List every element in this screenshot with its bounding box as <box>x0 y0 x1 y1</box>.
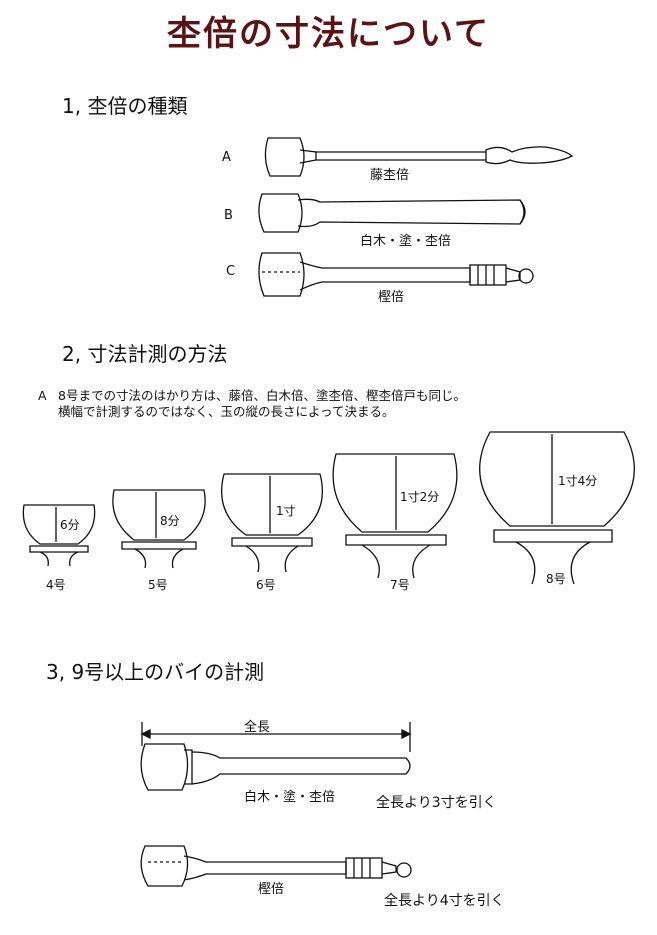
mallet-b2-drawing <box>140 743 411 791</box>
note-letter: A <box>38 388 47 403</box>
item-b2-rule: 全長より3寸を引く <box>376 795 497 811</box>
mallet-a-drawing <box>264 137 574 177</box>
item-c2-rule: 全長より4寸を引く <box>384 893 505 909</box>
bowl-4-height-label: 6分 <box>60 518 80 532</box>
bowl-6-drawing <box>220 473 324 573</box>
full-length-label: 全長 <box>244 720 271 735</box>
note-line-1: 8号までの寸法のはかり方は、藤倍、白木倍、塗杢倍、樫杢倍戸も同じ。 <box>58 388 466 403</box>
item-c2-caption: 樫倍 <box>258 882 285 897</box>
bowl-5-height-label: 8分 <box>160 514 180 528</box>
item-b2-caption: 白木・塗・杢倍 <box>244 790 336 805</box>
bowl-5-number-label: 5号 <box>148 578 168 592</box>
item-a-caption: 藤杢倍 <box>370 168 410 183</box>
note-line-2: 横幅で計測するのではなく、玉の縦の長さによって決まる。 <box>58 404 395 419</box>
bowl-6-number-label: 6号 <box>256 578 276 592</box>
bowl-4-number-label: 4号 <box>46 578 66 592</box>
item-a-letter: A <box>222 150 231 165</box>
mallet-c-drawing <box>258 252 534 297</box>
item-c-letter: C <box>226 264 236 279</box>
item-c-caption: 樫倍 <box>378 290 405 305</box>
bowl-8-height-label: 1寸4分 <box>558 474 598 488</box>
page-title: 杢倍の寸法について <box>167 14 490 54</box>
bowl-7-drawing <box>332 453 458 579</box>
item-b-caption: 白木・塗・杢倍 <box>360 234 452 249</box>
mallet-b-drawing <box>258 193 526 233</box>
bowl-6-height-label: 1寸 <box>276 504 296 518</box>
mallet-c2-drawing <box>140 845 412 887</box>
bowl-5-drawing <box>112 489 206 569</box>
section3-heading: 3, 9号以上のバイの計測 <box>46 660 265 684</box>
bowl-8-drawing <box>479 431 635 585</box>
section1-heading: 1, 杢倍の種類 <box>62 94 188 118</box>
bowl-4-drawing <box>22 504 96 567</box>
full-length-dimension <box>140 722 412 752</box>
bowl-7-height-label: 1寸2分 <box>400 490 440 504</box>
item-b-letter: B <box>224 208 233 223</box>
section2-heading: 2, 寸法計測の方法 <box>62 342 228 366</box>
bowl-8-number-label: 8号 <box>546 572 566 586</box>
bowl-7-number-label: 7号 <box>390 578 410 592</box>
